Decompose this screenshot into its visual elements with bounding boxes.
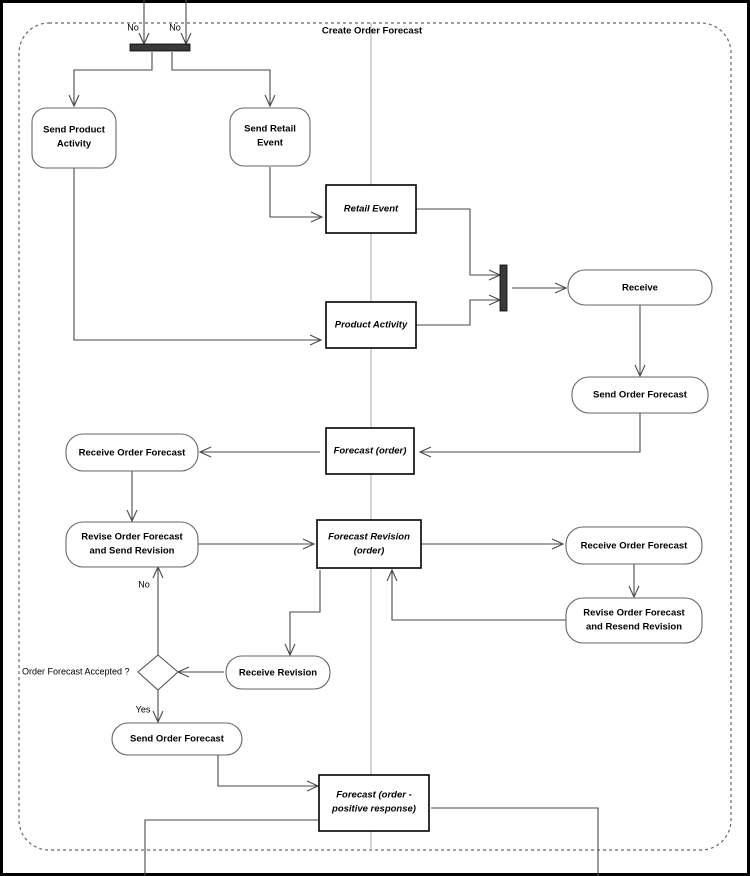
edge-send-product-to-product-activity [73, 167, 323, 346]
edge-fork-to-send-product [68, 52, 153, 108]
edge-forecast-revision-to-receive-revision [284, 570, 321, 657]
join-bar-middle [499, 264, 508, 312]
guard-no-left: No [127, 22, 139, 32]
label-send-product-activity-line2: Activity [57, 139, 92, 150]
node-receive-order-forecast-right[interactable] [565, 526, 703, 565]
label-send-retail-event-line2: Event [257, 138, 284, 149]
label-send-order-forecast-top: Send Order Forecast [593, 390, 688, 401]
label-receive: Receive [622, 283, 658, 294]
edge-fork-to-send-retail [171, 52, 276, 108]
label-revise-resend-line2: and Resend Revision [586, 622, 682, 633]
node-send-retail-event[interactable] [229, 107, 311, 167]
node-receive-revision[interactable] [225, 655, 331, 690]
node-receive[interactable] [567, 269, 713, 306]
node-revise-order-forecast-resend-revision[interactable] [565, 597, 703, 644]
label-forecast-revision-line1: Forecast Revision [328, 532, 410, 543]
label-revise-send-line2: and Send Revision [90, 546, 175, 557]
edge-revise-resend-to-forecast-revision [386, 568, 568, 621]
label-forecast-revision-line2: (order) [354, 546, 385, 557]
label-forecast-positive-line1: Forecast (order - [336, 790, 412, 801]
guard-no-decision: No [138, 579, 150, 589]
edge-send-order-forecast-to-forecast [418, 413, 641, 458]
label-receive-revision: Receive Revision [239, 668, 317, 679]
label-send-product-activity-line1: Send Product [43, 125, 106, 136]
guard-no-right: No [169, 22, 181, 32]
edge-send-order-forecast-to-forecast-positive [217, 755, 320, 792]
node-send-order-forecast-top[interactable] [571, 376, 709, 414]
activity-boundary [18, 22, 732, 851]
node-send-order-forecast-bottom[interactable] [111, 722, 243, 756]
edge-forecast-positive-right-exit [431, 807, 599, 876]
fork-bar-top [129, 43, 191, 52]
node-send-product-activity[interactable] [31, 107, 117, 169]
edge-product-activity-to-join [416, 294, 502, 326]
edge-forecast-positive-left-entry [144, 819, 318, 876]
label-send-order-forecast-bottom: Send Order Forecast [130, 734, 225, 745]
decision-order-forecast-accepted[interactable] [137, 654, 179, 691]
label-receive-order-forecast-left: Receive Order Forecast [79, 448, 187, 459]
node-revise-order-forecast-send-revision[interactable] [65, 521, 199, 568]
label-product-activity: Product Activity [335, 320, 408, 331]
object-retail-event[interactable] [325, 184, 417, 234]
label-retail-event: Retail Event [344, 204, 399, 215]
edge-retail-event-to-join [416, 208, 502, 281]
label-send-retail-event-line1: Send Retail [244, 124, 296, 135]
object-forecast-positive-response[interactable] [318, 774, 430, 832]
object-forecast-revision[interactable] [316, 519, 422, 569]
guard-yes-decision: Yes [136, 704, 151, 714]
label-forecast-order: Forecast (order) [334, 446, 407, 457]
edge-send-retail-to-retail-event [269, 167, 324, 223]
object-product-activity[interactable] [325, 301, 417, 349]
label-receive-order-forecast-right: Receive Order Forecast [581, 541, 689, 552]
diagram-title: Create Order Forecast [322, 26, 423, 37]
label-decision-question: Order Forecast Accepted ? [22, 666, 130, 676]
label-revise-resend-line1: Revise Order Forecast [583, 608, 685, 619]
label-revise-send-line1: Revise Order Forecast [81, 532, 183, 543]
label-forecast-positive-line2: positive response) [331, 804, 416, 815]
node-receive-order-forecast-left[interactable] [65, 433, 199, 472]
object-forecast-order[interactable] [325, 427, 415, 475]
